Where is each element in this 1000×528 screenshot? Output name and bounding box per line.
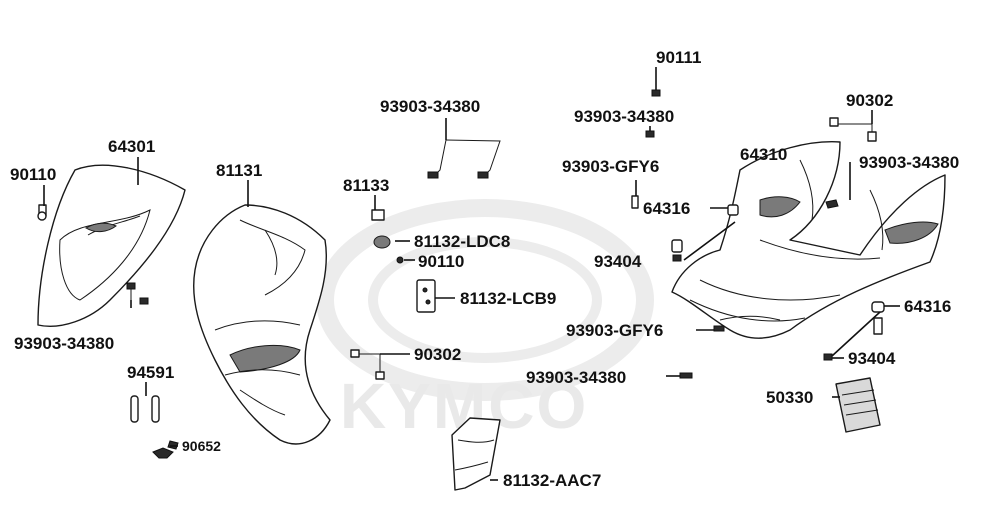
screw-93903-bottom: [679, 372, 693, 379]
screw-93903-left: [126, 282, 149, 305]
cover-81132-aac7: [451, 417, 501, 491]
label-93404b: 93404: [848, 349, 896, 368]
clip-81133: [371, 209, 385, 221]
inner-shield-81131: [193, 204, 331, 445]
bracket-93903-top: [427, 139, 501, 179]
label-93404a: 93404: [594, 252, 642, 271]
front-panel-64301: [37, 164, 186, 327]
label-93903-left: 93903-34380: [14, 334, 114, 353]
label-93903-bottom: 93903-34380: [526, 368, 626, 387]
screw-93903-gfy6a: [631, 195, 639, 209]
label-64316a: 64316: [643, 199, 690, 218]
label-93903-top: 93903-34380: [380, 97, 480, 116]
label-93903-gfy6a: 93903-GFY6: [562, 157, 659, 176]
label-81131: 81131: [216, 161, 262, 180]
leader-lines: [43, 67, 900, 481]
label-81132-lcb9: 81132-LCB9: [460, 289, 556, 308]
bracket-90652: [152, 440, 179, 459]
part-81132-ldc8: [373, 235, 391, 249]
label-90111: 90111: [656, 48, 701, 67]
bushing-64316a: [727, 204, 739, 216]
bolt-93404b: [823, 317, 883, 361]
label-81133: 81133: [343, 176, 389, 195]
label-93903-right: 93903-34380: [859, 153, 959, 172]
plate-81132-lcb9: [416, 279, 436, 313]
floorboard-64310: [671, 141, 946, 339]
label-81132-ldc8: 81132-LDC8: [414, 232, 510, 251]
label-94591: 94591: [127, 363, 174, 382]
clip-90302b: [829, 117, 877, 142]
label-90652: 90652: [182, 438, 221, 454]
screw-93903-gfy6b: [713, 325, 725, 332]
label-93903-gfy6b: 93903-GFY6: [566, 321, 663, 340]
label-93903-mid: 93903-34380: [574, 107, 674, 126]
label-90110b: 90110: [418, 252, 464, 271]
label-90302a: 90302: [414, 345, 461, 364]
label-64316b: 64316: [904, 297, 951, 316]
screw-90110a: [37, 204, 47, 221]
pad-50330: [835, 377, 881, 433]
label-64301: 64301: [108, 137, 155, 156]
clips-94591: [130, 395, 160, 423]
screw-90110b: [396, 256, 404, 264]
label-64310: 64310: [740, 145, 787, 164]
bolt-93404a: [671, 239, 683, 262]
screw-93903-mid: [645, 130, 655, 138]
screw-90111: [651, 89, 661, 97]
screw-93903-right: [825, 199, 839, 209]
label-90302b: 90302: [846, 91, 893, 110]
bushing-64316b: [871, 301, 885, 313]
label-81132-aac7: 81132-AAC7: [503, 471, 601, 490]
label-90110a: 90110: [10, 165, 56, 184]
label-50330: 50330: [766, 388, 813, 407]
